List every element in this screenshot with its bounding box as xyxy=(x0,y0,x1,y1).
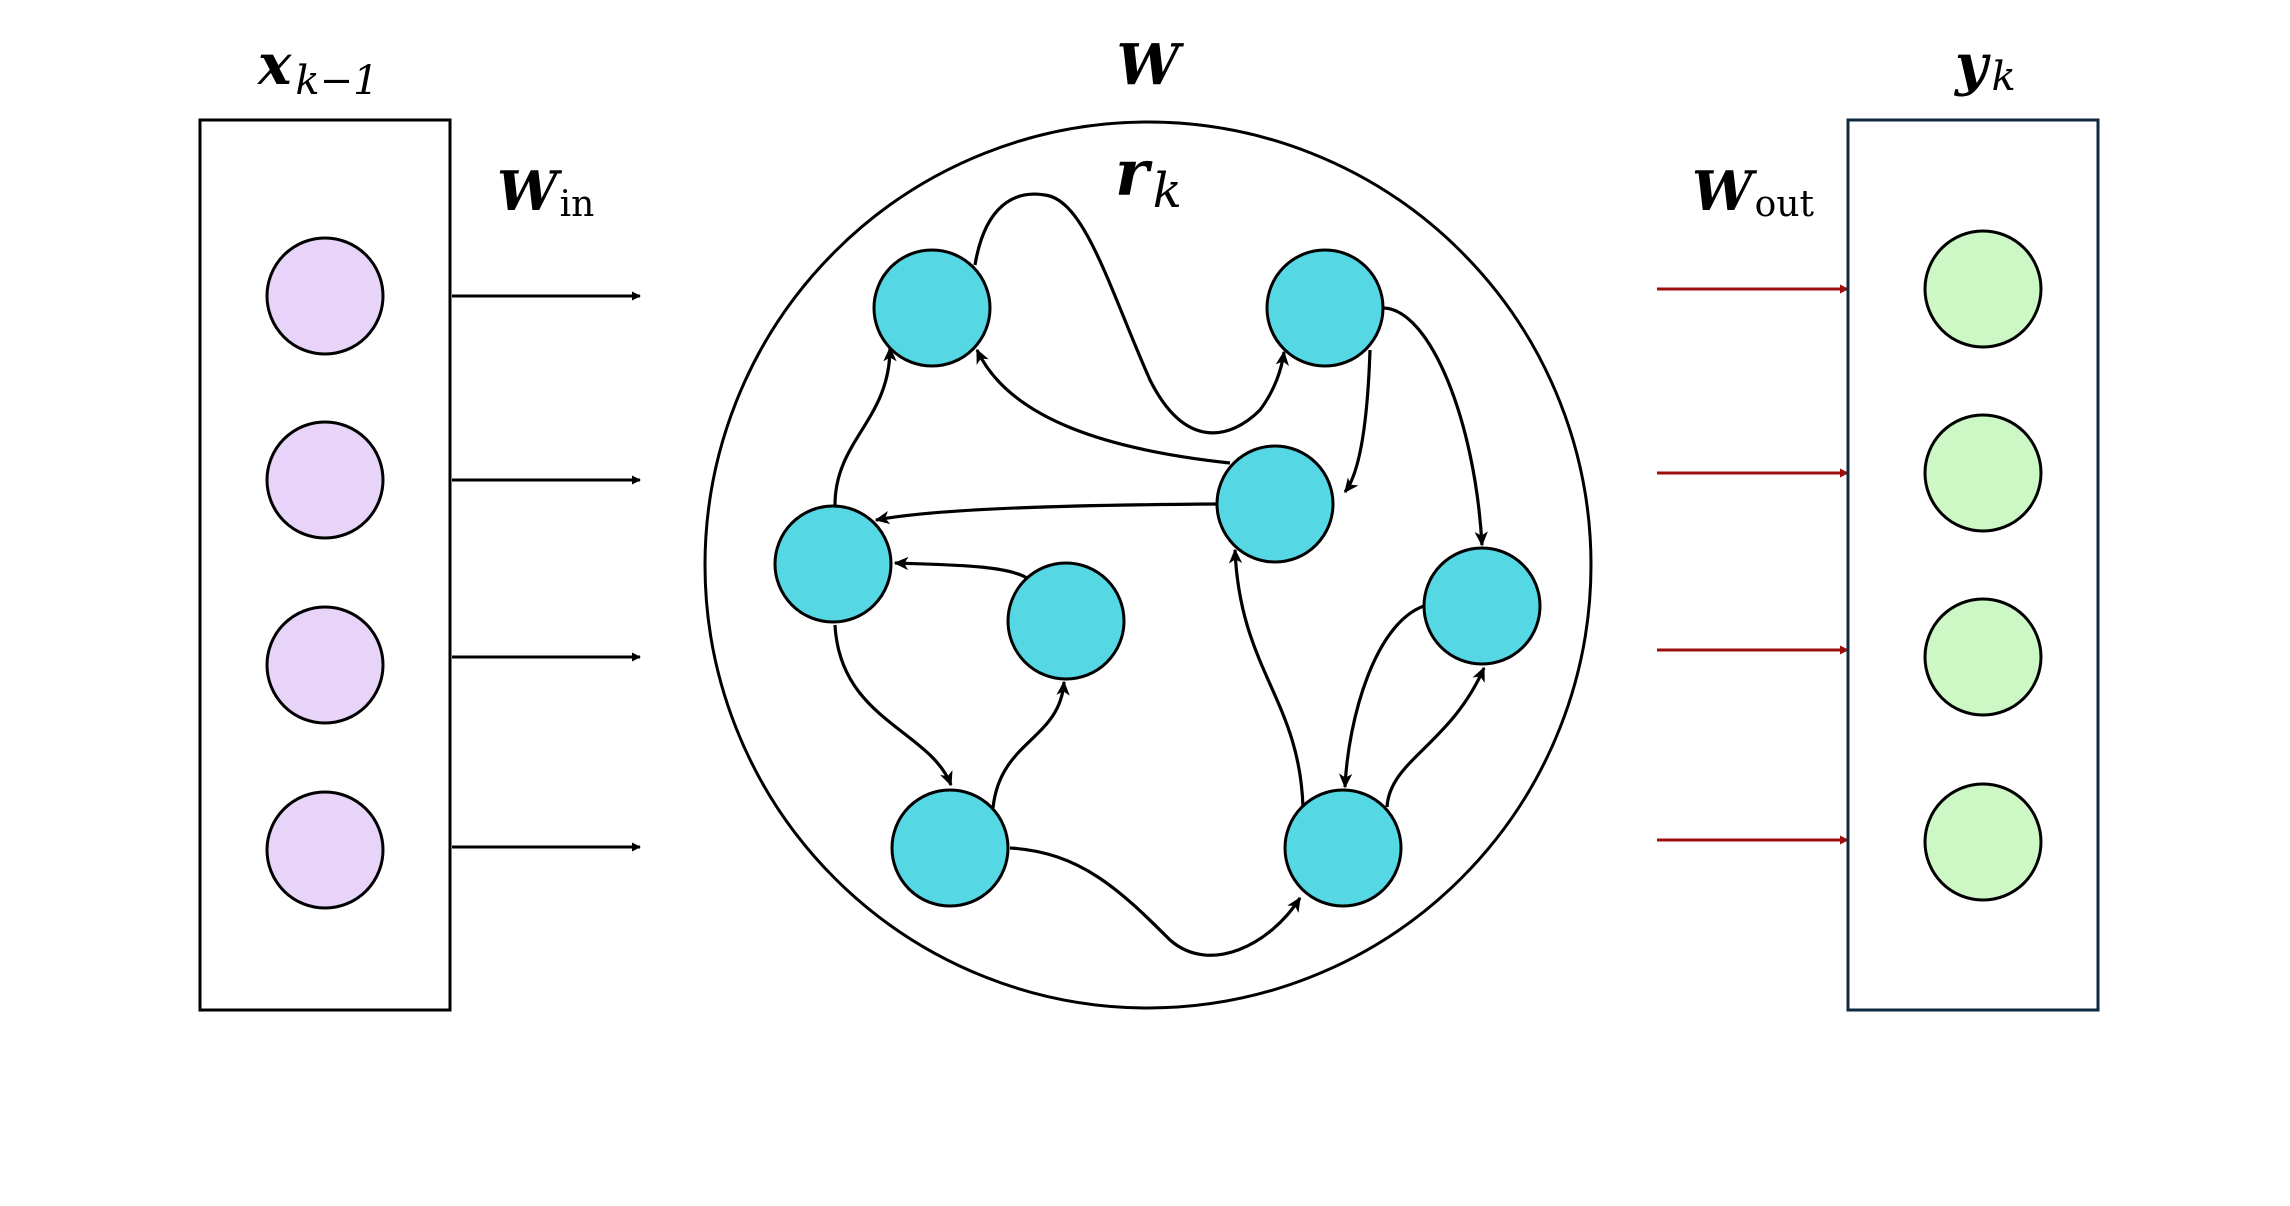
input-node xyxy=(265,790,385,910)
input-node xyxy=(265,605,385,725)
input-label-sub: k−1 xyxy=(295,58,378,104)
reservoir-edge xyxy=(975,348,1231,465)
input-label-main: x xyxy=(257,32,292,98)
output-node xyxy=(1923,413,2043,533)
reservoir-node xyxy=(1422,546,1542,666)
reservoir-edge xyxy=(1383,306,1488,547)
reservoir-node xyxy=(1215,444,1335,564)
input-weights-label-main: W xyxy=(497,159,563,223)
reservoir-label: W xyxy=(1117,32,1185,98)
reservoir-node xyxy=(1265,248,1385,368)
reservoir-edge xyxy=(991,680,1070,809)
state-label-main: r xyxy=(1115,136,1153,211)
reservoir-edge xyxy=(874,502,1218,525)
output-weights-label-sub: out xyxy=(1755,184,1815,225)
output-weights-label: Wout xyxy=(1692,159,1815,225)
output-node xyxy=(1923,229,2043,349)
reservoir-edge xyxy=(833,624,953,787)
output-label-sub: k xyxy=(1992,54,2016,100)
reservoir-edge xyxy=(973,192,1289,435)
input-weights-label-sub: in xyxy=(560,184,595,225)
reservoir-edge xyxy=(1343,349,1372,494)
output-node xyxy=(1923,597,2043,717)
reservoir-edge xyxy=(1385,666,1486,808)
input-node xyxy=(265,420,385,540)
input-weights-label: Win xyxy=(497,159,594,225)
reservoir-node xyxy=(890,788,1010,908)
input-node xyxy=(265,236,385,356)
reservoir-node xyxy=(872,248,992,368)
state-label: rk xyxy=(1115,136,1182,219)
reservoir-node xyxy=(1006,561,1126,681)
reservoir-edge xyxy=(1228,548,1305,809)
state-label-sub: k xyxy=(1153,163,1182,219)
reservoir-node xyxy=(1283,788,1403,908)
output-label-main: y xyxy=(1953,32,1991,98)
reservoir-node xyxy=(773,504,893,624)
output-node xyxy=(1923,782,2043,902)
reservoir-edge xyxy=(1338,603,1428,789)
reservoir-edge xyxy=(1009,846,1302,957)
reservoir-edge xyxy=(833,346,897,506)
output-weights-label-main: W xyxy=(1692,159,1758,223)
reservoir-edge xyxy=(893,556,1028,580)
